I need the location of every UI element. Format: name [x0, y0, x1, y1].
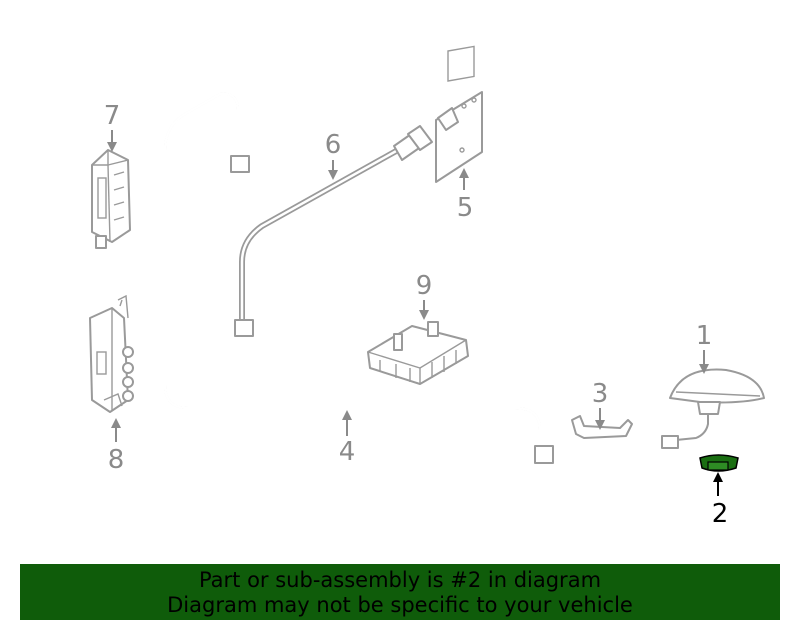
callout-7-label: 7 [104, 101, 121, 131]
callout-5-label: 5 [457, 193, 474, 223]
part-6-cable[interactable] [234, 125, 433, 337]
part-9-connector-block[interactable] [367, 321, 469, 385]
callout-9-label: 9 [416, 271, 433, 301]
part-5-bracket[interactable] [435, 45, 483, 183]
exploded-parts-diagram: 1 2 3 4 5 6 7 8 9 [89, 45, 765, 529]
callout-2-label: 2 [712, 499, 729, 529]
part-7-module[interactable] [91, 149, 131, 249]
callout-arrows [107, 130, 723, 496]
callout-3-label: 3 [592, 379, 609, 409]
part-8-module[interactable] [89, 294, 134, 413]
part-3-clip[interactable] [571, 415, 633, 439]
part-2-nut[interactable] [699, 454, 739, 472]
callout-6-label: 6 [325, 130, 342, 160]
diagram-notice-banner: Part or sub-assembly is #2 in diagram Di… [20, 564, 780, 620]
banner-line-part-number: Part or sub-assembly is #2 in diagram [198, 568, 602, 592]
callout-8-label: 8 [108, 445, 125, 475]
banner-line-disclaimer: Diagram may not be specific to your vehi… [167, 593, 633, 617]
callout-4-label: 4 [339, 437, 356, 467]
callout-1-label: 1 [696, 321, 713, 351]
part-4-cable[interactable] [163, 92, 554, 464]
part-1-antenna[interactable] [661, 368, 765, 449]
